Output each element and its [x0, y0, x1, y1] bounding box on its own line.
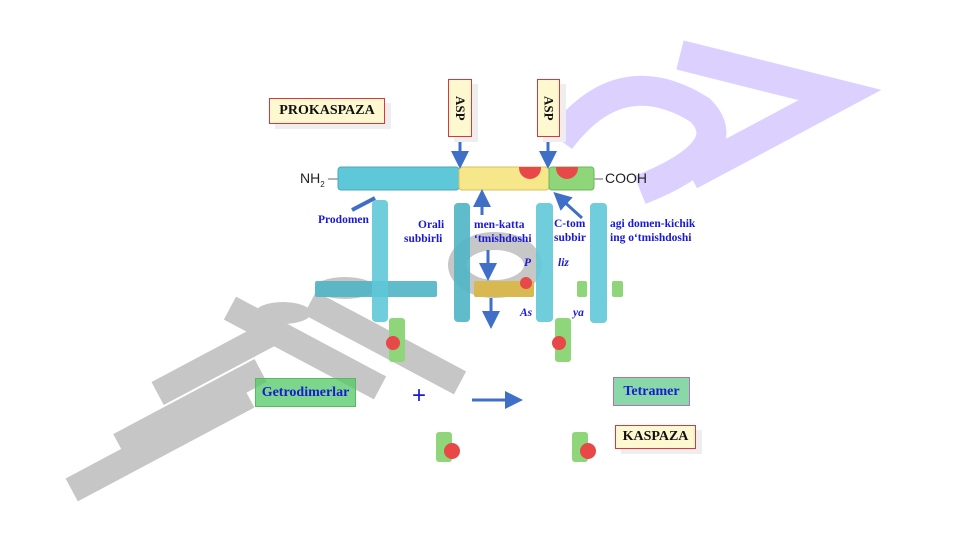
- watermark-purple-shapes: [548, 40, 882, 204]
- watermark-gray-shapes: [65, 232, 542, 502]
- asp-label-2: ASP: [537, 79, 560, 137]
- middle-domain-label-1b: men-katta: [474, 219, 525, 231]
- prokaspaza-label: PROKASPAZA: [269, 98, 385, 124]
- c-terminus-label: COOH: [605, 170, 647, 186]
- tetramer-label: Tetramer: [613, 377, 690, 406]
- cterm-domain-label-1a: C-tom: [554, 218, 586, 230]
- plus-sign: +: [412, 382, 427, 409]
- middle-domain-label-2a: subbirli: [404, 233, 443, 245]
- cterm-domain-label-1b: agi domen-kichik: [610, 218, 696, 230]
- proteolysis-label-a: P: [524, 257, 532, 269]
- asp-label-1: ASP: [448, 79, 472, 137]
- kaspaza-label: KASPAZA: [615, 425, 696, 449]
- cterm-domain-label-2a: subbir: [554, 232, 586, 244]
- association-label-b: ya: [573, 307, 584, 319]
- middle-domain-label-2b: ‘tmishdoshi: [474, 233, 532, 245]
- prodomen-label: Prodomen: [318, 214, 369, 226]
- n-terminus-label: NH2: [300, 170, 325, 189]
- proteolysis-label-b: liz: [558, 257, 569, 269]
- heterodimer-label: Getrodimerlar: [255, 378, 356, 407]
- cterm-domain-label-2b: ing o‘tmishdoshi: [610, 232, 692, 244]
- prodomain-segment: [337, 166, 460, 191]
- association-label-a: As: [520, 307, 533, 319]
- middle-domain-label-1a: Orali: [418, 219, 445, 231]
